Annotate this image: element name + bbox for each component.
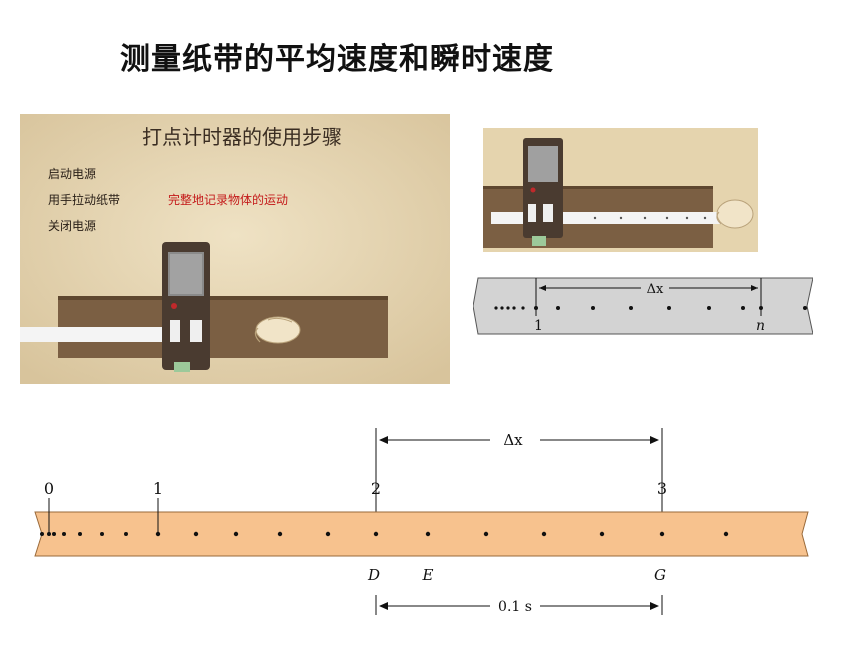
paper-strip [20,327,190,342]
hand-icon [254,316,301,344]
hand-icon [716,199,754,229]
delta-x-label: Δx [503,431,523,449]
delta-x-label: Δx [647,282,664,297]
step-2: 用手拉动纸带 [48,192,120,207]
step-3: 关闭电源 [48,219,96,233]
point-label-d: D [367,566,380,584]
point-label-g: G [654,566,666,584]
dot-series [40,531,729,537]
timer-steps-illustration: 打点计时器的使用步骤 启动电源 用手拉动纸带 关闭电源 完整地记录物体的运动 [20,114,450,384]
timer-closeup-illustration [483,128,758,252]
point-label-e: E [422,566,434,584]
small-dot-tape: Δx 1 n [472,266,814,346]
record-note: 完整地记录物体的运动 [168,192,288,207]
tick-label-3: 3 [657,479,667,498]
step-1: 启动电源 [48,167,96,181]
dot-label-end: n [756,318,765,334]
tick-label-0: 0 [44,479,54,498]
page-title: 测量纸带的平均速度和瞬时速度 [120,42,554,77]
timer-device [162,242,210,372]
large-dot-tape: Δx 0 1 2 3 D E G 0.1 s [20,420,840,635]
steps-heading: 打点计时器的使用步骤 [142,125,342,149]
tick-label-1: 1 [153,479,163,498]
time-interval-label: 0.1 s [498,599,532,615]
dot-label-start: 1 [534,318,543,334]
tick-label-2: 2 [371,479,381,498]
